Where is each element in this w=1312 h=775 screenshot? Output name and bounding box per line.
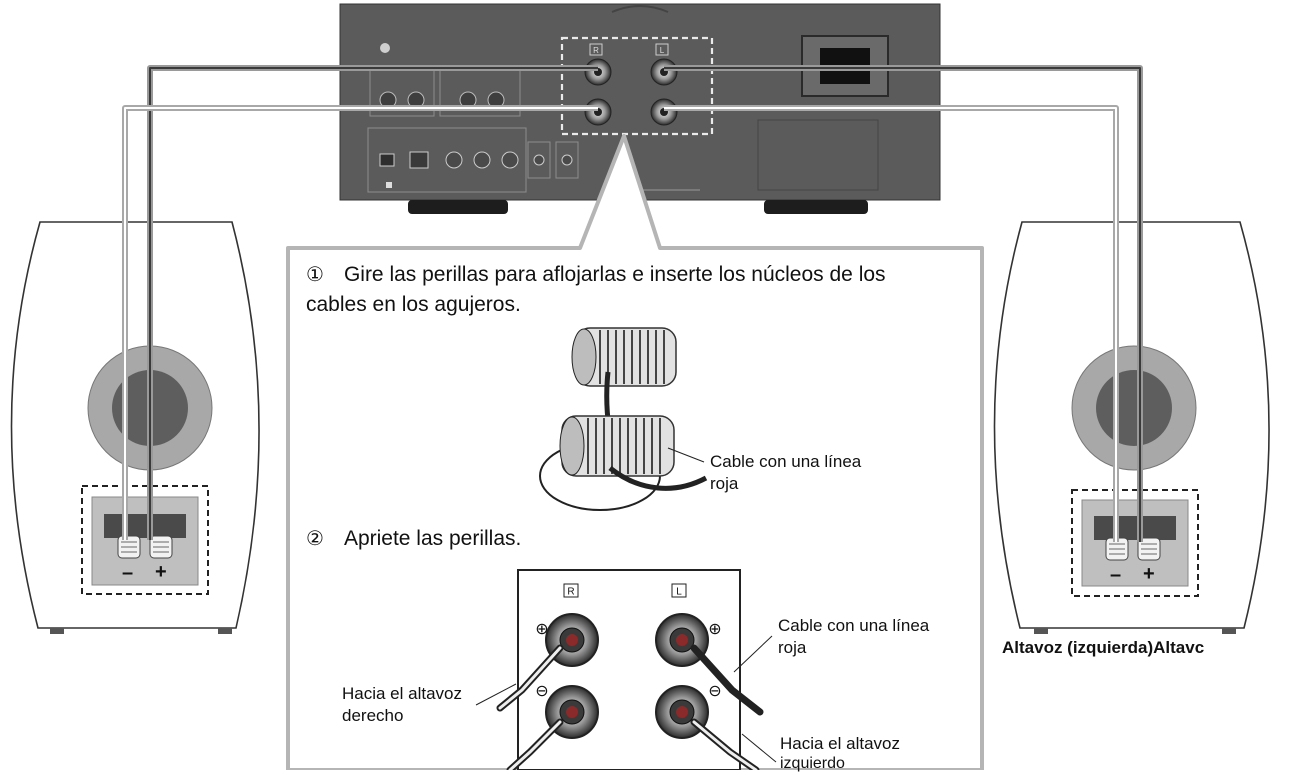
terminal-detail-channel-right: R	[567, 587, 574, 598]
left-speaker-plus-label: +	[155, 561, 167, 583]
amplifier-binding-post-right-plus[interactable]	[584, 58, 612, 86]
left-speaker	[10, 221, 260, 634]
right-speaker-terminal-recess	[1094, 516, 1176, 540]
amplifier-speaker-terminal-highlight	[560, 36, 714, 136]
binding-post-callout-line1: Cable con una línea	[710, 452, 862, 471]
amplifier-channel-left-label: L	[660, 46, 665, 55]
optical-input-icon	[409, 151, 429, 169]
left-speaker-callout-leader	[741, 733, 777, 763]
usb-port-icon	[379, 153, 395, 167]
right-speaker-terminal-highlight	[1071, 489, 1199, 597]
amplifier-ground-screw-icon	[380, 43, 390, 53]
right-speaker-caption: Altavoz (izquierda)Altavc	[1002, 638, 1205, 657]
left-speaker-terminal-panel	[91, 496, 199, 586]
coaxial-input-icon	[445, 151, 463, 169]
left-speaker-minus-terminal[interactable]	[117, 535, 141, 559]
step2-number: ②	[306, 528, 324, 550]
amplifier-digital-input-group	[367, 127, 527, 193]
terminal-detail-plus-mark-right: ⊕	[535, 619, 548, 638]
amplifier-binding-post-left-minus[interactable]	[650, 98, 678, 126]
coaxial-input-icon	[501, 151, 519, 169]
left-speaker-terminal-highlight	[81, 485, 209, 595]
right-speaker	[993, 221, 1270, 634]
terminal-detail-minus-mark-left: ⊖	[708, 681, 721, 700]
to-left-speaker-line2: izquierdo	[780, 755, 845, 772]
step1-line1: Gire las perillas para aflojarlas e inse…	[343, 263, 886, 286]
terminal-detail-cables	[496, 644, 764, 774]
step1-line2: cables en los agujeros.	[306, 293, 521, 316]
coaxial-input-icon	[473, 151, 491, 169]
step2-label: Apriete las perillas.	[343, 527, 522, 550]
step1-text: ① Gire las perillas para aflojarlas e ins…	[306, 262, 886, 287]
red-line-callout-line2: roja	[778, 638, 807, 657]
right-speaker-minus-terminal[interactable]	[1105, 537, 1129, 561]
speaker-cables	[122, 65, 1143, 542]
terminal-detail-plus-mark-left: ⊕	[708, 619, 721, 638]
amplifier-binding-post-right-minus[interactable]	[584, 98, 612, 126]
right-speaker-plus-terminal[interactable]	[1137, 537, 1161, 561]
binding-post-callout-line2: roja	[710, 474, 739, 493]
right-speaker-terminal-panel	[1081, 499, 1189, 587]
to-left-speaker-line1: Hacia el altavoz	[780, 734, 901, 753]
to-right-speaker-line2: derecho	[342, 706, 404, 725]
amplifier-rear-panel: R L	[339, 3, 941, 214]
amplifier-foot-right	[764, 200, 868, 214]
terminal-detail-channel-left: L	[676, 587, 682, 598]
red-line-callout-leader	[733, 635, 773, 673]
terminal-detail-minus-mark-right: ⊖	[535, 681, 548, 700]
left-speaker-minus-label: –	[122, 562, 134, 584]
amplifier-channel-right-label: R	[593, 46, 599, 55]
binding-post-illustration	[539, 327, 708, 511]
amplifier-binding-post-left-plus[interactable]	[650, 58, 678, 86]
right-speaker-plus-label: +	[1143, 563, 1155, 585]
right-speaker-woofer	[1071, 345, 1197, 471]
to-right-speaker-line1: Hacia el altavoz	[342, 684, 463, 703]
binding-post-lower	[559, 415, 675, 477]
right-speaker-callout-leader	[475, 683, 517, 706]
step2-text: ② Apriete las perillas.	[306, 526, 521, 551]
right-speaker-minus-label: –	[1110, 564, 1122, 586]
left-speaker-plus-terminal[interactable]	[149, 535, 173, 559]
amplifier-label-area	[757, 119, 879, 191]
left-speaker-terminal-recess	[104, 514, 186, 538]
terminal-detail-panel: R L ⊕ ⊕ ⊖ ⊖	[475, 569, 777, 774]
binding-post-upper	[571, 327, 677, 387]
red-line-callout-line1: Cable con una línea	[778, 616, 930, 635]
amplifier-foot-left	[408, 200, 508, 214]
step1-number: ①	[306, 264, 324, 286]
